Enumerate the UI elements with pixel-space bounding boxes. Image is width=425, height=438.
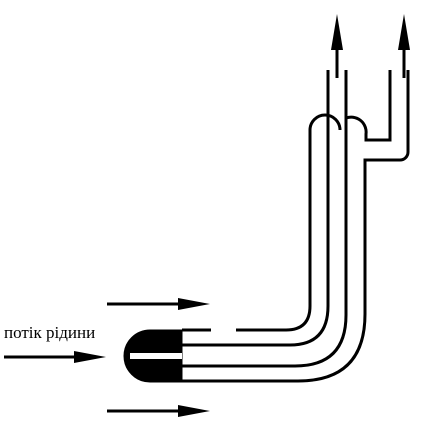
pitot-static-tube	[123, 70, 410, 383]
middle-wall-lower	[182, 70, 348, 368]
total-pressure-arrow	[331, 14, 343, 78]
flow-arrow-bottom	[107, 405, 210, 417]
outer-wall-bottom	[182, 70, 410, 383]
flow-arrow-middle	[4, 351, 106, 363]
flow-arrow-top	[107, 298, 210, 310]
flow-label: потік рідини	[4, 323, 95, 342]
outer-wall-top-right	[236, 113, 342, 332]
static-branch	[345, 70, 392, 142]
static-pressure-arrow	[398, 14, 410, 78]
middle-wall-upper	[182, 70, 330, 347]
